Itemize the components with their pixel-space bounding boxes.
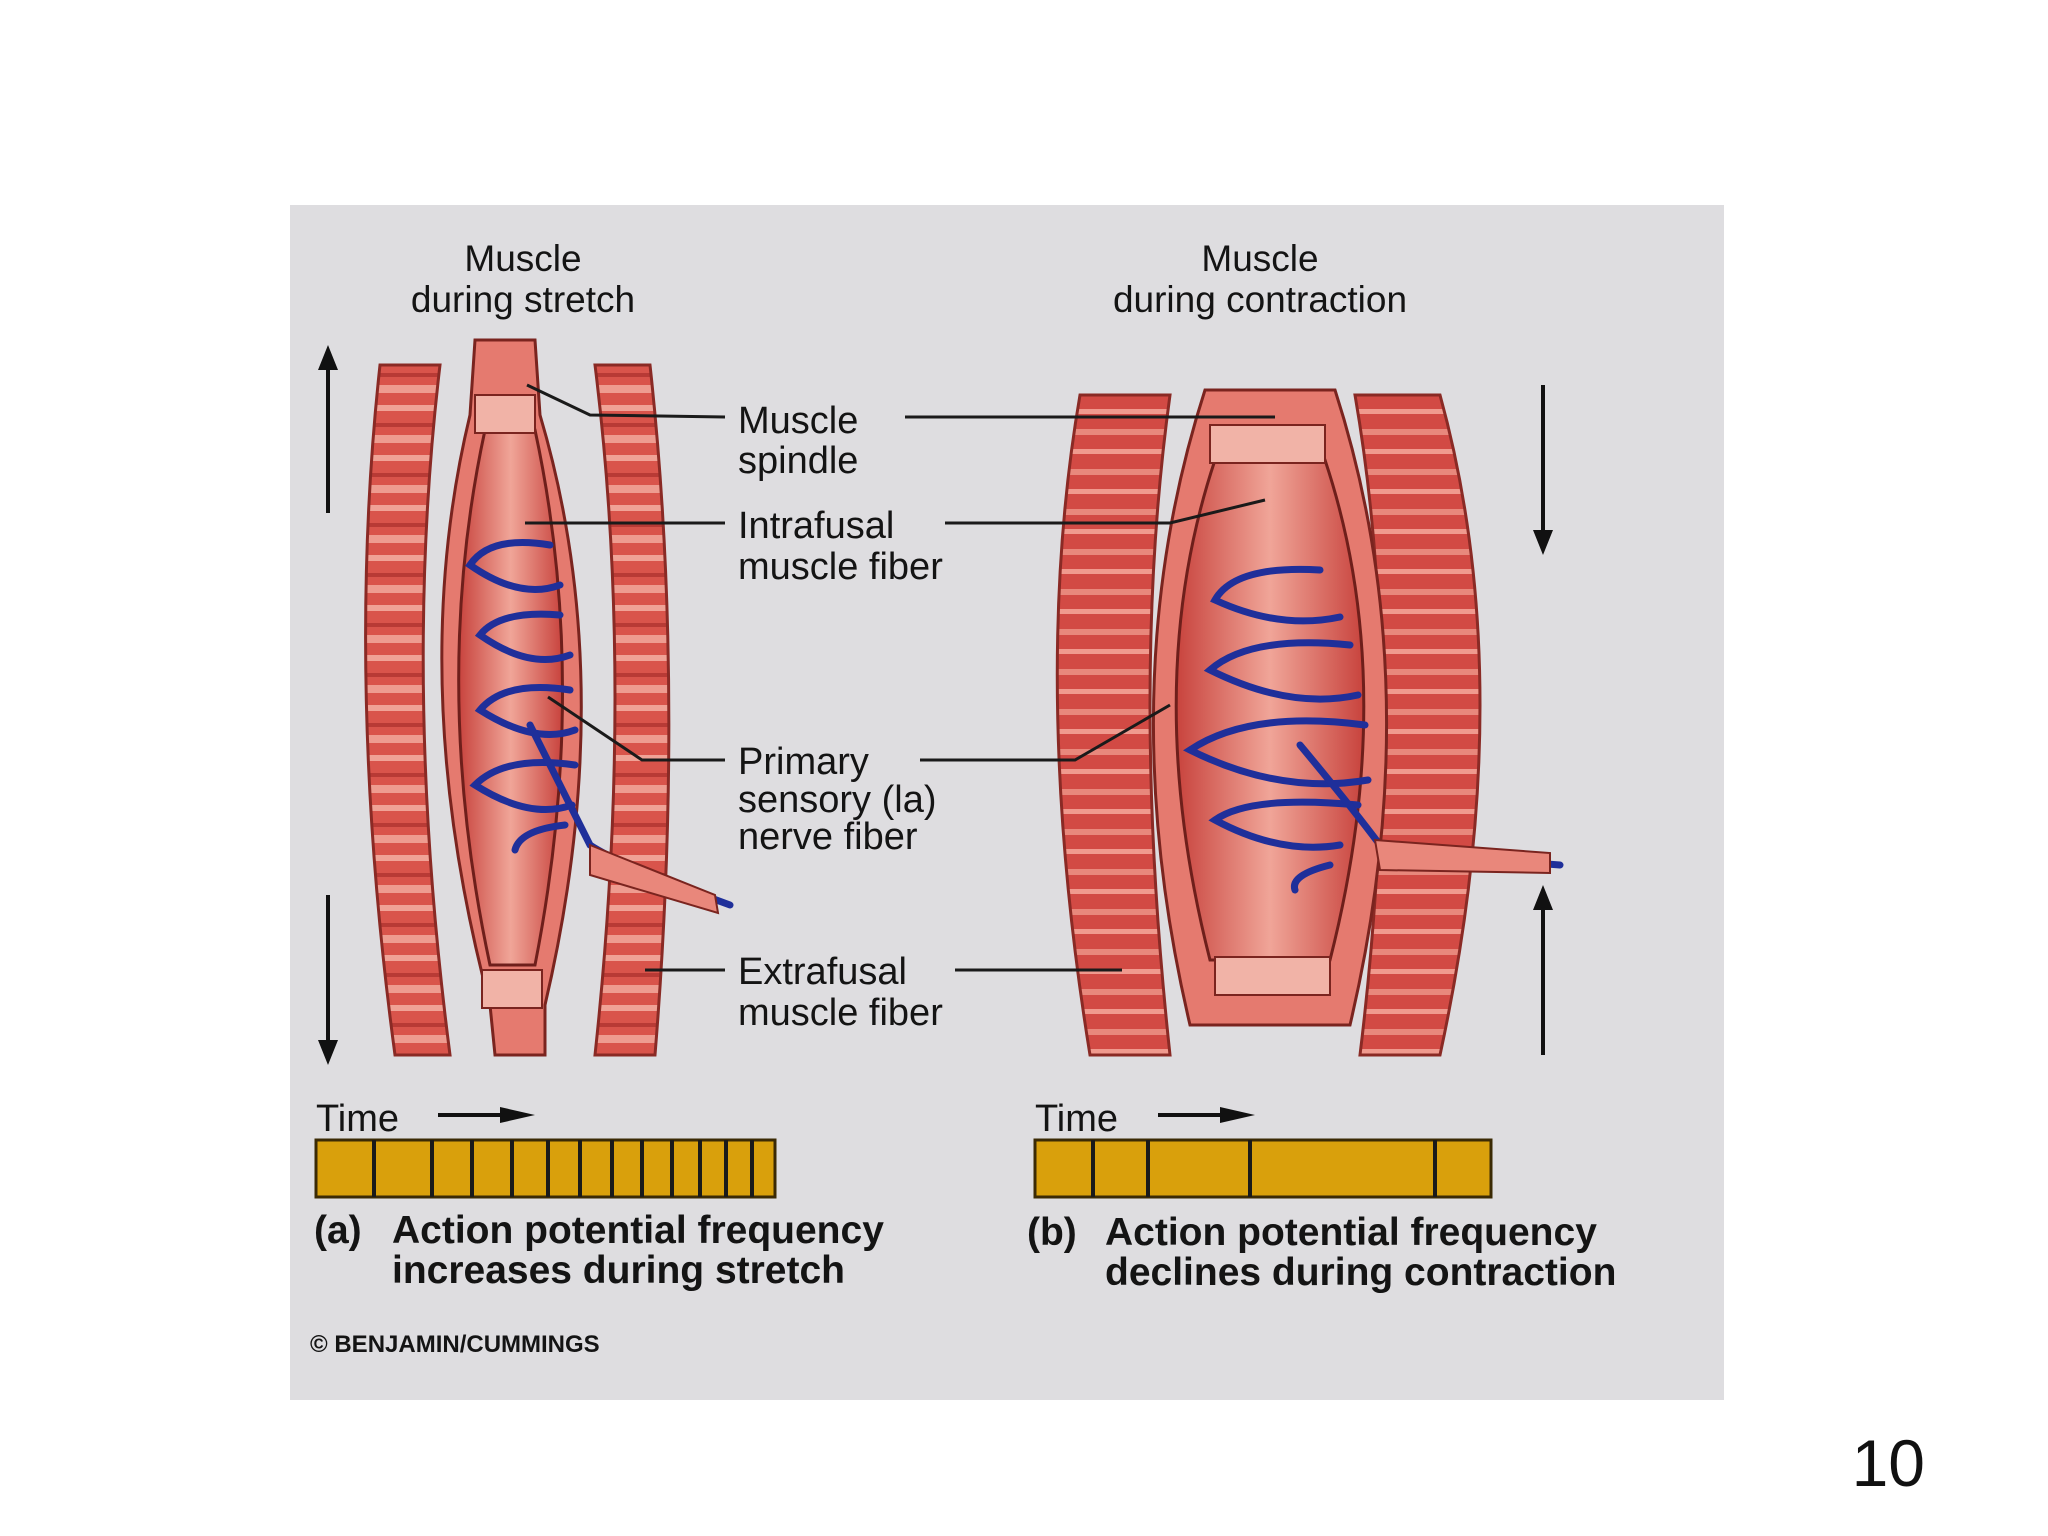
contraction-arrow-up xyxy=(1533,885,1553,1055)
caption-a-line2: increases during stretch xyxy=(392,1249,845,1292)
panel-a-title-line1: Muscle xyxy=(464,238,581,279)
label-intrafusal-fiber: Intrafusal muscle fiber xyxy=(525,498,1266,588)
label-intrafusal-line2: muscle fiber xyxy=(738,546,943,588)
label-extrafusal-fiber: Extrafusal muscle fiber xyxy=(645,951,1122,1034)
time-label-b: Time xyxy=(1035,1098,1118,1140)
label-muscle-spindle-line1: Muscle xyxy=(738,400,858,442)
label-primary-line2: sensory (la) xyxy=(738,779,937,821)
caption-b: (b) Action potential frequency declines … xyxy=(1027,1211,1616,1294)
caption-a-line1: Action potential frequency xyxy=(392,1209,884,1252)
panel-a-title-line2: during stretch xyxy=(411,279,635,320)
copyright-notice: © BENJAMIN/CUMMINGS xyxy=(310,1331,600,1358)
slide-number: 10 xyxy=(1851,1426,1925,1500)
label-extrafusal-line2: muscle fiber xyxy=(738,992,943,1034)
spike-train-a: Time xyxy=(314,1098,777,1199)
label-muscle-spindle: Muscle spindle xyxy=(526,383,1275,482)
extrafusal-fiber-right-a xyxy=(593,363,671,1057)
stretch-arrow-up xyxy=(318,345,338,513)
extrafusal-fiber-left-a xyxy=(364,363,452,1057)
time-arrow-b-icon xyxy=(1158,1107,1255,1123)
time-arrow-a-icon xyxy=(438,1107,535,1123)
label-muscle-spindle-line2: spindle xyxy=(738,440,858,482)
spike-bar-b xyxy=(1033,1138,1493,1199)
panel-b-title-line1: Muscle xyxy=(1201,238,1318,279)
intrafusal-fiber-a xyxy=(457,428,564,967)
spike-bar-a xyxy=(314,1138,777,1199)
muscle-spindle-figure: Muscle during stretch xyxy=(290,205,1724,1400)
caption-a: (a) Action potential frequency increases… xyxy=(314,1209,884,1292)
time-label-a: Time xyxy=(316,1098,399,1140)
spike-train-b: Time xyxy=(1033,1098,1493,1199)
label-intrafusal-line1: Intrafusal xyxy=(738,505,894,547)
extrafusal-fiber-left-b xyxy=(1055,393,1172,1057)
label-extrafusal-line1: Extrafusal xyxy=(738,951,907,993)
panel-b: Muscle during contraction xyxy=(1055,238,1564,1057)
label-primary-sensory-nerve: Primary sensory (la) nerve fiber xyxy=(547,695,1171,858)
label-primary-line1: Primary xyxy=(738,741,869,783)
label-primary-line3: nerve fiber xyxy=(738,816,918,858)
intrafusal-fiber-b xyxy=(1174,458,1366,962)
spikes-b xyxy=(1091,1140,1437,1197)
panel-b-title-line2: during contraction xyxy=(1113,279,1407,320)
caption-a-letter: (a) xyxy=(314,1209,362,1252)
panel-a: Muscle during stretch xyxy=(318,238,734,1065)
spikes-a xyxy=(372,1140,754,1197)
caption-b-line1: Action potential frequency xyxy=(1105,1211,1597,1254)
caption-b-letter: (b) xyxy=(1027,1211,1077,1254)
stretch-arrow-down xyxy=(318,895,338,1065)
caption-b-line2: declines during contraction xyxy=(1105,1251,1616,1294)
contraction-arrow-down xyxy=(1533,385,1553,555)
